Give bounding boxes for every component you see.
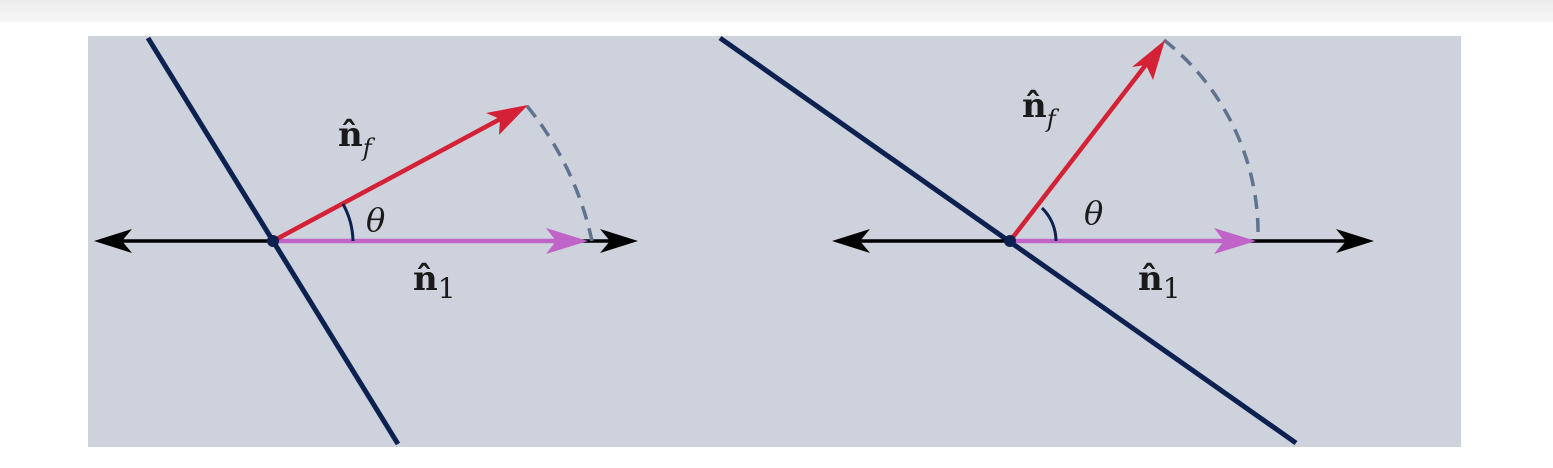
- right-label-nf-main: n̂: [1022, 86, 1047, 126]
- left-nf-vector: [271, 105, 528, 243]
- left-theta-arc: [341, 203, 355, 242]
- left-label-n1-main: n̂: [413, 259, 438, 299]
- right-label-n1: n̂1: [1138, 259, 1181, 305]
- top-strip: [0, 0, 1553, 22]
- left-label-n1-sub: 1: [438, 272, 456, 305]
- right-label-n1-main: n̂: [1138, 259, 1163, 299]
- left-label-n1: n̂1: [413, 259, 456, 305]
- left-origin-dot: [267, 235, 279, 247]
- right-panel: n̂f θ n̂1: [718, 35, 1374, 446]
- left-label-nf-main: n̂: [338, 115, 363, 155]
- right-label-n1-sub: 1: [1163, 272, 1181, 305]
- left-n1-vector: [273, 228, 588, 254]
- right-nf-vector: [1008, 40, 1165, 243]
- right-theta-arc: [1040, 206, 1058, 242]
- right-n1-vector: [1010, 228, 1256, 254]
- left-dashed-arc: [525, 104, 594, 242]
- right-dashed-arc: [1162, 38, 1260, 242]
- right-origin-dot: [1004, 235, 1016, 247]
- left-panel: n̂f θ n̂1: [94, 36, 638, 446]
- right-label-theta: θ: [1084, 194, 1103, 232]
- left-label-theta: θ: [366, 201, 385, 239]
